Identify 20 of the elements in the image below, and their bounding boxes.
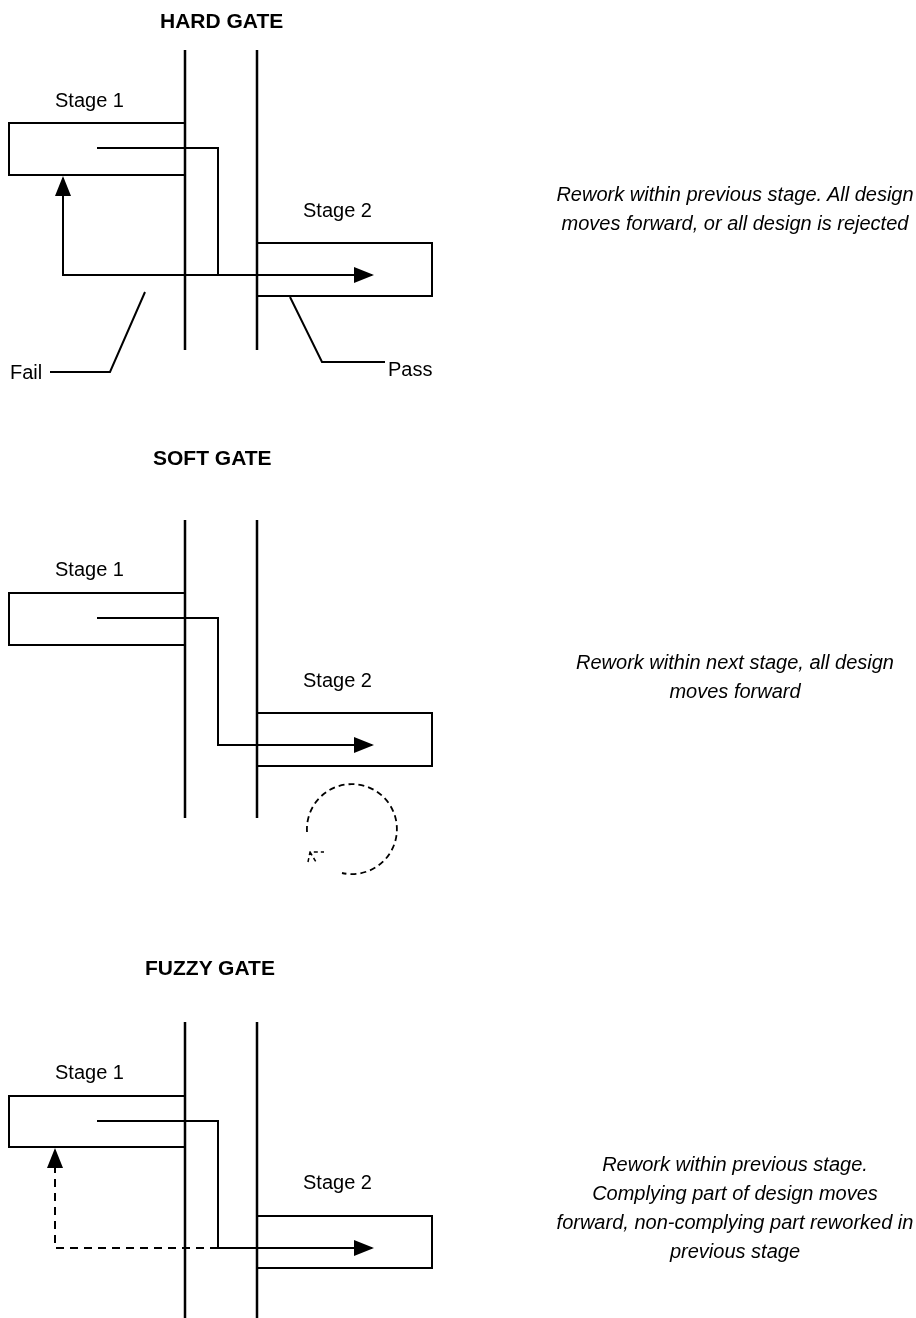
section-title: FUZZY GATE: [145, 955, 275, 981]
arrow: [96, 617, 374, 753]
arrow: [47, 1148, 219, 1249]
stage-label: Stage 1: [55, 88, 124, 112]
arrow: [96, 1120, 374, 1256]
arrow: [96, 147, 374, 283]
stage-label: Stage 2: [303, 198, 372, 222]
leader-line: [49, 291, 146, 373]
stage-label: Stage 1: [55, 1060, 124, 1084]
section-title: HARD GATE: [160, 8, 284, 34]
stage-label: Stage 2: [303, 668, 372, 692]
stage-label: Stage 2: [303, 1170, 372, 1194]
stage-label: Stage 1: [55, 557, 124, 581]
description-text: Rework within previous stage. All design moves forward, or all design is rejected: [555, 182, 915, 236]
arrow: [55, 176, 219, 276]
section-title: SOFT GATE: [153, 445, 272, 471]
callout-label: Pass: [388, 357, 433, 381]
description-text: Rework within previous stage. Complying part of design moves forward, non-complying part reworked in previous stage: [555, 1152, 915, 1264]
description-text: Rework within next stage, all design moves forward: [575, 650, 895, 704]
callout-label: Fail: [10, 360, 43, 384]
